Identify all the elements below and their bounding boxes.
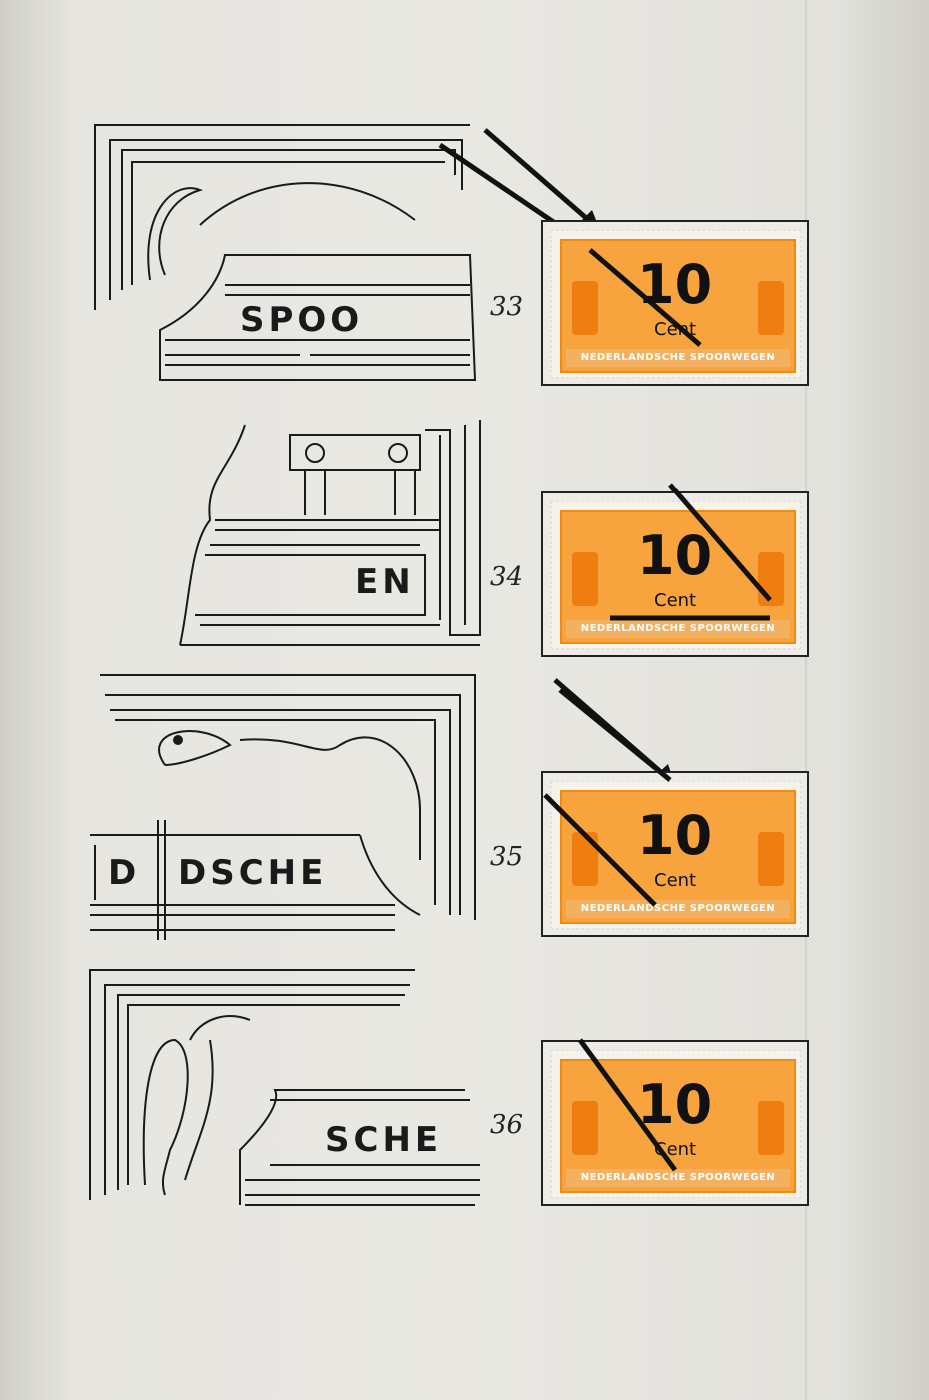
arrow-icon [553, 678, 672, 782]
stamp-value: 10 [637, 253, 713, 316]
stamp-value: 10 [637, 804, 713, 867]
stamp-unit: Cent [654, 590, 697, 611]
drawing-33 [94, 124, 477, 381]
stamp-mount-35: 10 Cent NEDERLANDSCHE SPOORWEGEN [541, 771, 809, 937]
fragment-label-35: DSCHE [178, 853, 328, 893]
stamp: 10 Cent NEDERLANDSCHE SPOORWEGEN [551, 781, 801, 929]
stamp-unit: Cent [654, 1139, 697, 1160]
stamp: 10 Cent NEDERLANDSCHE SPOORWEGEN [551, 230, 801, 378]
plate-number-36: 36 [490, 1110, 524, 1140]
plate-number-35: 35 [490, 842, 524, 872]
stamp-mount-36: 10 Cent NEDERLANDSCHE SPOORWEGEN [541, 1040, 809, 1206]
stamp-unit: Cent [654, 870, 697, 891]
plate-number-33: 33 [490, 292, 524, 322]
stamp-unit: Cent [654, 319, 697, 340]
stamp-inscription: NEDERLANDSCHE SPOORWEGEN [566, 900, 790, 918]
page-fold [805, 0, 807, 1400]
stamp: 10 Cent NEDERLANDSCHE SPOORWEGEN [551, 501, 801, 649]
stamp-value: 10 [637, 1073, 713, 1136]
stamp-value: 10 [637, 524, 713, 587]
fragment-label-33: SPOO [240, 300, 364, 340]
fragment-label-34: EN [355, 562, 415, 602]
fragment-label-35-left: D [108, 853, 141, 893]
arrow-icon [483, 128, 602, 232]
stamp-mount-34: 10 Cent NEDERLANDSCHE SPOORWEGEN [541, 491, 809, 657]
stamp-inscription: NEDERLANDSCHE SPOORWEGEN [566, 349, 790, 367]
stamp-mount-33: 10 Cent NEDERLANDSCHE SPOORWEGEN [541, 220, 809, 386]
drawing-36 [89, 969, 480, 1206]
plate-number-34: 34 [490, 562, 524, 592]
drawing-34 [179, 420, 481, 646]
stamp-inscription: NEDERLANDSCHE SPOORWEGEN [566, 1169, 790, 1187]
drawing-35 [90, 674, 476, 940]
fragment-label-36: SCHE [325, 1120, 443, 1160]
stamp: 10 Cent NEDERLANDSCHE SPOORWEGEN [551, 1050, 801, 1198]
stamp-inscription: NEDERLANDSCHE SPOORWEGEN [566, 620, 790, 638]
